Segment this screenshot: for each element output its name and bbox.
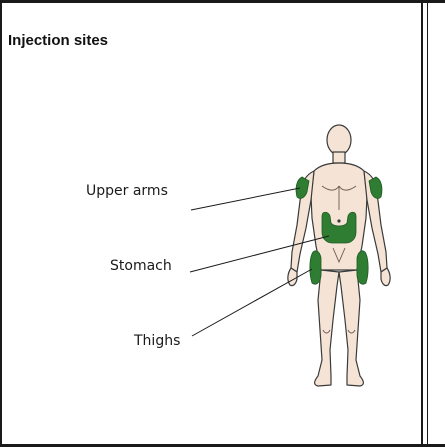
thigh-zone-right — [357, 251, 368, 284]
navel-icon — [337, 219, 340, 222]
leader-line-stomach — [190, 236, 329, 272]
leader-line-thighs — [192, 269, 312, 336]
body-silhouette — [288, 125, 390, 386]
thigh-zone-left — [310, 251, 321, 284]
leader-line-upper-arms — [191, 188, 300, 210]
